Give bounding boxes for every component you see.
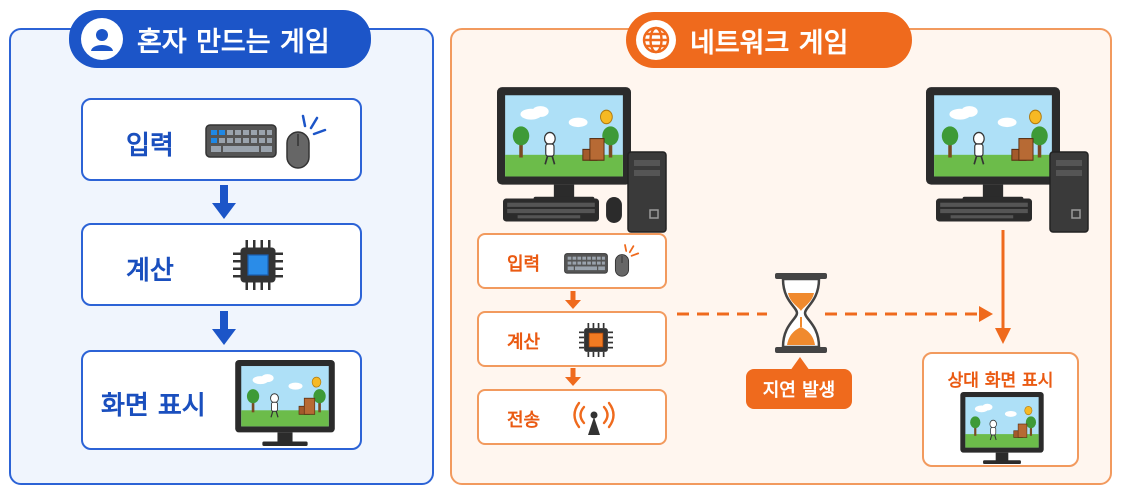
network-game-header: 네트워크 게임 [626, 12, 912, 68]
network-game-title: 네트워크 게임 [690, 27, 849, 59]
solo-step-compute-label: 계산 [126, 256, 174, 286]
solo-step-display-label: 화면 표시 [101, 391, 206, 421]
remote-display-label: 상대 화면 표시 [947, 371, 1054, 391]
person-icon [81, 18, 123, 60]
antenna-signal-icon [573, 401, 615, 435]
hourglass-icon [775, 273, 827, 353]
badge-pointer [790, 357, 810, 371]
arrow-down-icon [565, 291, 581, 309]
network-step-send: 전송 [477, 389, 667, 445]
solo-game-header: 혼자 만드는 게임 [69, 10, 371, 68]
cpu-chip-icon [578, 322, 614, 358]
network-step-input-label: 입력 [507, 254, 541, 275]
solo-step-display: 화면 표시 [81, 350, 362, 450]
local-keyboard-icon [503, 198, 599, 222]
solo-step-input-label: 입력 [126, 131, 174, 161]
network-step-compute: 계산 [477, 311, 667, 367]
remote-keyboard-icon [936, 198, 1032, 222]
delay-dashed-arrow [677, 306, 993, 322]
monitor-icon [231, 360, 339, 446]
solo-step-compute: 계산 [81, 223, 362, 306]
keyboard-icon [205, 124, 277, 158]
local-monitor-icon [497, 86, 631, 204]
network-step-send-label: 전송 [507, 410, 541, 431]
solo-step-input: 입력 [81, 98, 362, 181]
network-step-compute-label: 계산 [507, 332, 541, 353]
keyboard-icon [564, 253, 608, 274]
local-mouse-icon [606, 197, 622, 223]
local-tower-icon [627, 151, 667, 233]
globe-icon [636, 20, 676, 60]
mouse-icon [286, 114, 327, 169]
remote-display-box: 상대 화면 표시 [922, 352, 1079, 467]
remote-monitor-icon [926, 86, 1060, 204]
arrow-down-icon [212, 311, 236, 345]
arrow-down-icon [212, 185, 236, 219]
arrow-down-icon [995, 230, 1011, 344]
arrow-down-icon [565, 368, 581, 386]
remote-tower-icon [1049, 151, 1089, 233]
mouse-icon [614, 244, 640, 277]
cpu-chip-icon [231, 238, 285, 292]
delay-badge: 지연 발생 [746, 369, 852, 409]
monitor-icon [958, 392, 1046, 464]
network-step-input: 입력 [477, 233, 667, 289]
solo-game-title: 혼자 만드는 게임 [137, 26, 330, 58]
